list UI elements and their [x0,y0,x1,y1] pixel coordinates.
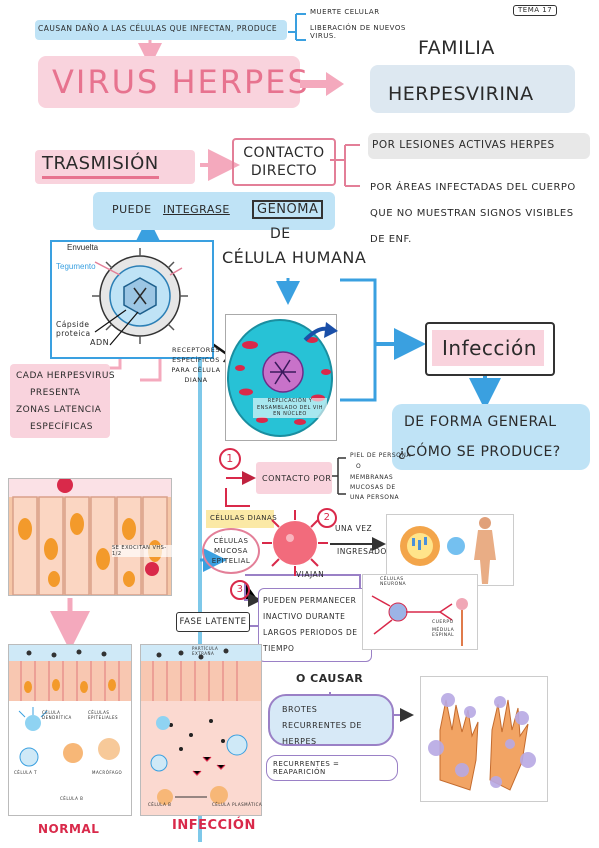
label-celula-t: Célula T [14,770,38,775]
page-tag: Tema 17 [513,5,558,16]
integrar-highlight [93,192,335,230]
label-capside: Cápside proteica [56,320,91,338]
causan-text: Causan daño a las células que infectan, … [38,24,278,33]
label-celula-b: Célula B [60,796,84,801]
lesiones-highlight [368,133,590,159]
infected-tissue-illustration [140,644,262,816]
cada-herpesvirus-l3: zonas latencia [16,405,102,415]
family-highlight [370,65,575,113]
label-tegumento: Tegumento [56,262,96,271]
areas-text: Por áreas infectadas del cuerpo que no m… [370,182,576,245]
effect-liberacion-virus: Liberación de nuevos virus. [310,24,406,40]
infeccion-highlight [432,330,544,366]
ingresado: ingresado [337,547,387,556]
step-1-badge: 1 [219,448,241,470]
causan-highlight [35,20,287,40]
cada-herpesvirus-l4: específicas [30,422,93,432]
herpesvirus-highlight [10,364,110,438]
forma-general-l1: De forma general [404,414,557,430]
cada-herpesvirus-l1: Cada herpesvirus [16,371,116,381]
neuron-label-medula: Médula espinal [432,628,455,638]
step-2-badge: 2 [317,508,337,528]
contacto-directo-box: Contacto directo [232,138,336,186]
family-line1: Familia [418,37,495,59]
contacto-por-highlight [256,462,332,494]
fase-latente-box: Fase latente [176,612,250,632]
cell-caption: Replicación y ensamblado del VIH en núcl… [253,398,327,418]
piel-persona: Piel de persona [350,452,411,459]
forma-general-l2: ¿Cómo se produce? [398,444,561,460]
cada-herpesvirus-l2: presenta [30,388,81,398]
celulas-dianas-highlight [206,510,274,528]
o-causar: O causar [296,672,364,685]
brotes-text: Brotes recurrentes de herpes [282,705,362,746]
receptores-text: Receptores específicos para célula diana [171,346,221,384]
celulas-mucosa: Células mucosa epitelial [202,528,260,574]
recurrentes-box: Recurrentes = reaparición [266,755,398,781]
viajan: Viajan [296,570,325,579]
celula-humana: célula humana [222,248,367,267]
permanecer-box: Pueden permanecer inactivo durante largo… [258,588,372,662]
celulas-dianas: Células dianas [210,514,278,522]
label-epiteliales: Células epiteliales [88,710,119,720]
epithelium-label: Se exocitan VHS-1/2 [112,545,172,557]
label-envuelta: Envuelta [67,243,99,252]
integrar-underlined: integrase [163,203,230,216]
normal-tissue-illustration [8,644,132,816]
contacto-por: Contacto por [262,474,332,483]
neuron-label-cuerpo: Cuerpo [432,620,454,625]
infeccion-bottom-label: Infección [172,818,256,833]
genoma-box: genoma [252,200,324,219]
membranas-mucosas: Membranas mucosas de una persona [350,474,400,501]
lesiones-text: Por lesiones activas herpes [372,139,555,151]
family-line2: Herpesvirina [388,83,534,105]
transmision-label: Trasmisión [42,152,159,179]
forma-general-highlight [392,404,590,470]
epithelium-illustration [8,478,172,596]
page-title: Virus Herpes [52,63,310,101]
label-adn: ADN [90,338,110,347]
normal-label: Normal [38,822,100,836]
label-celula-b2: Célula B [148,802,172,807]
infeccion-title: Infección [442,336,537,360]
o-connector: o [356,463,362,470]
label-dendritica: Célula dendrítica [42,710,72,720]
integrar-de: de [270,226,291,242]
label-macrofago: Macrófago [92,770,123,775]
label-particula: Partícula extraña [192,646,219,656]
neuron-label-celulas: Células neurona [380,577,407,587]
label-plasmatica: Célula plasmática [212,802,263,807]
step-3-badge: 3 [230,580,250,600]
brotes-box [268,694,394,746]
effect-muerte-celular: Muerte celular [310,8,380,16]
title-highlight [38,56,300,108]
una-vez: Una vez [335,524,373,533]
integrar-prefix: Puede [112,203,152,216]
